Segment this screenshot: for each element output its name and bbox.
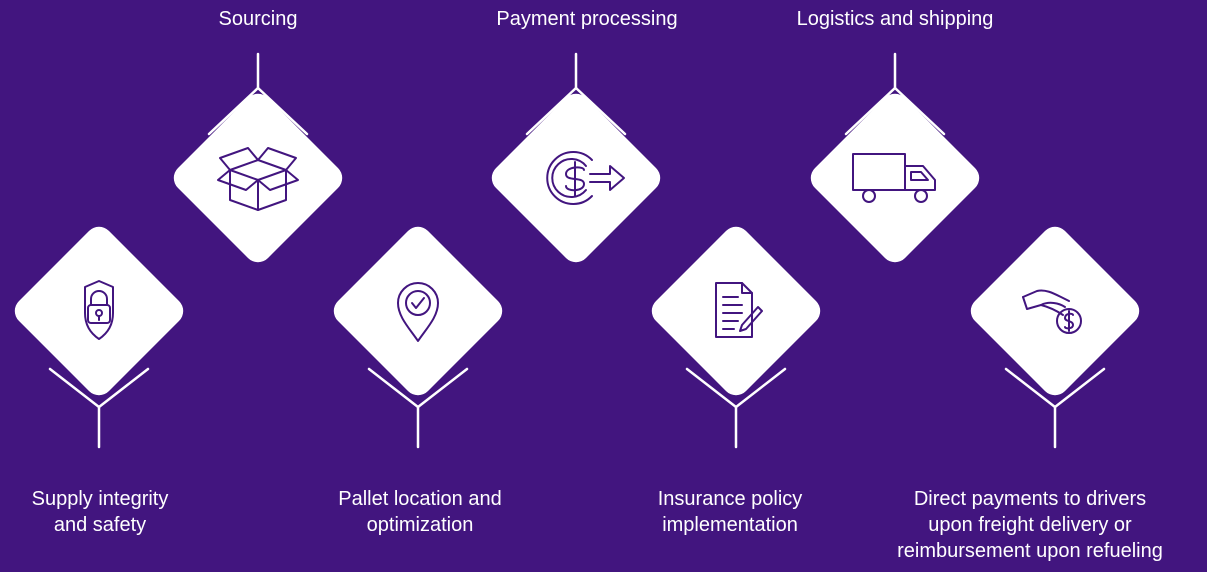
step-label: Sourcing <box>218 8 298 30</box>
connector-chevron <box>367 367 469 449</box>
step-label: Direct payments to drivers upon freight … <box>897 488 1163 562</box>
location-pin-check-icon <box>397 282 439 342</box>
open-box-icon <box>217 147 299 211</box>
step-label: Logistics and shipping <box>796 8 994 30</box>
step-label: Supply integrity and safety <box>31 488 169 536</box>
connector-chevron <box>525 52 627 136</box>
document-pen-icon <box>715 282 763 338</box>
step-label: Payment processing <box>496 8 678 30</box>
step-tile <box>333 226 503 396</box>
step-tile <box>810 93 980 263</box>
step-tile <box>491 93 661 263</box>
dollar-coin-arrow-icon <box>546 151 625 205</box>
connector-chevron <box>1004 367 1106 449</box>
connector-chevron <box>844 52 946 136</box>
connector-chevron <box>685 367 787 449</box>
step-tile <box>173 93 343 263</box>
step-label: Insurance policy implementation <box>657 488 803 536</box>
lock-shield-icon <box>84 280 114 340</box>
step-label: Pallet location and optimization <box>338 488 502 536</box>
connector-chevron <box>48 367 150 449</box>
delivery-truck-icon <box>852 153 936 203</box>
hand-coin-icon <box>1022 289 1082 334</box>
step-tile <box>651 226 821 396</box>
connector-chevron <box>207 52 309 136</box>
